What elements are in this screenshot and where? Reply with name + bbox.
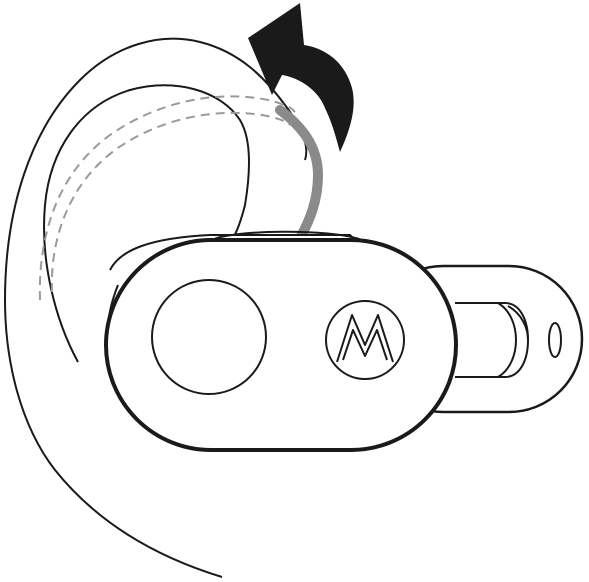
touch-button	[152, 280, 266, 394]
ear-hook-band	[280, 110, 318, 238]
stem-vent	[549, 323, 561, 357]
motorola-logo-icon	[326, 301, 404, 379]
